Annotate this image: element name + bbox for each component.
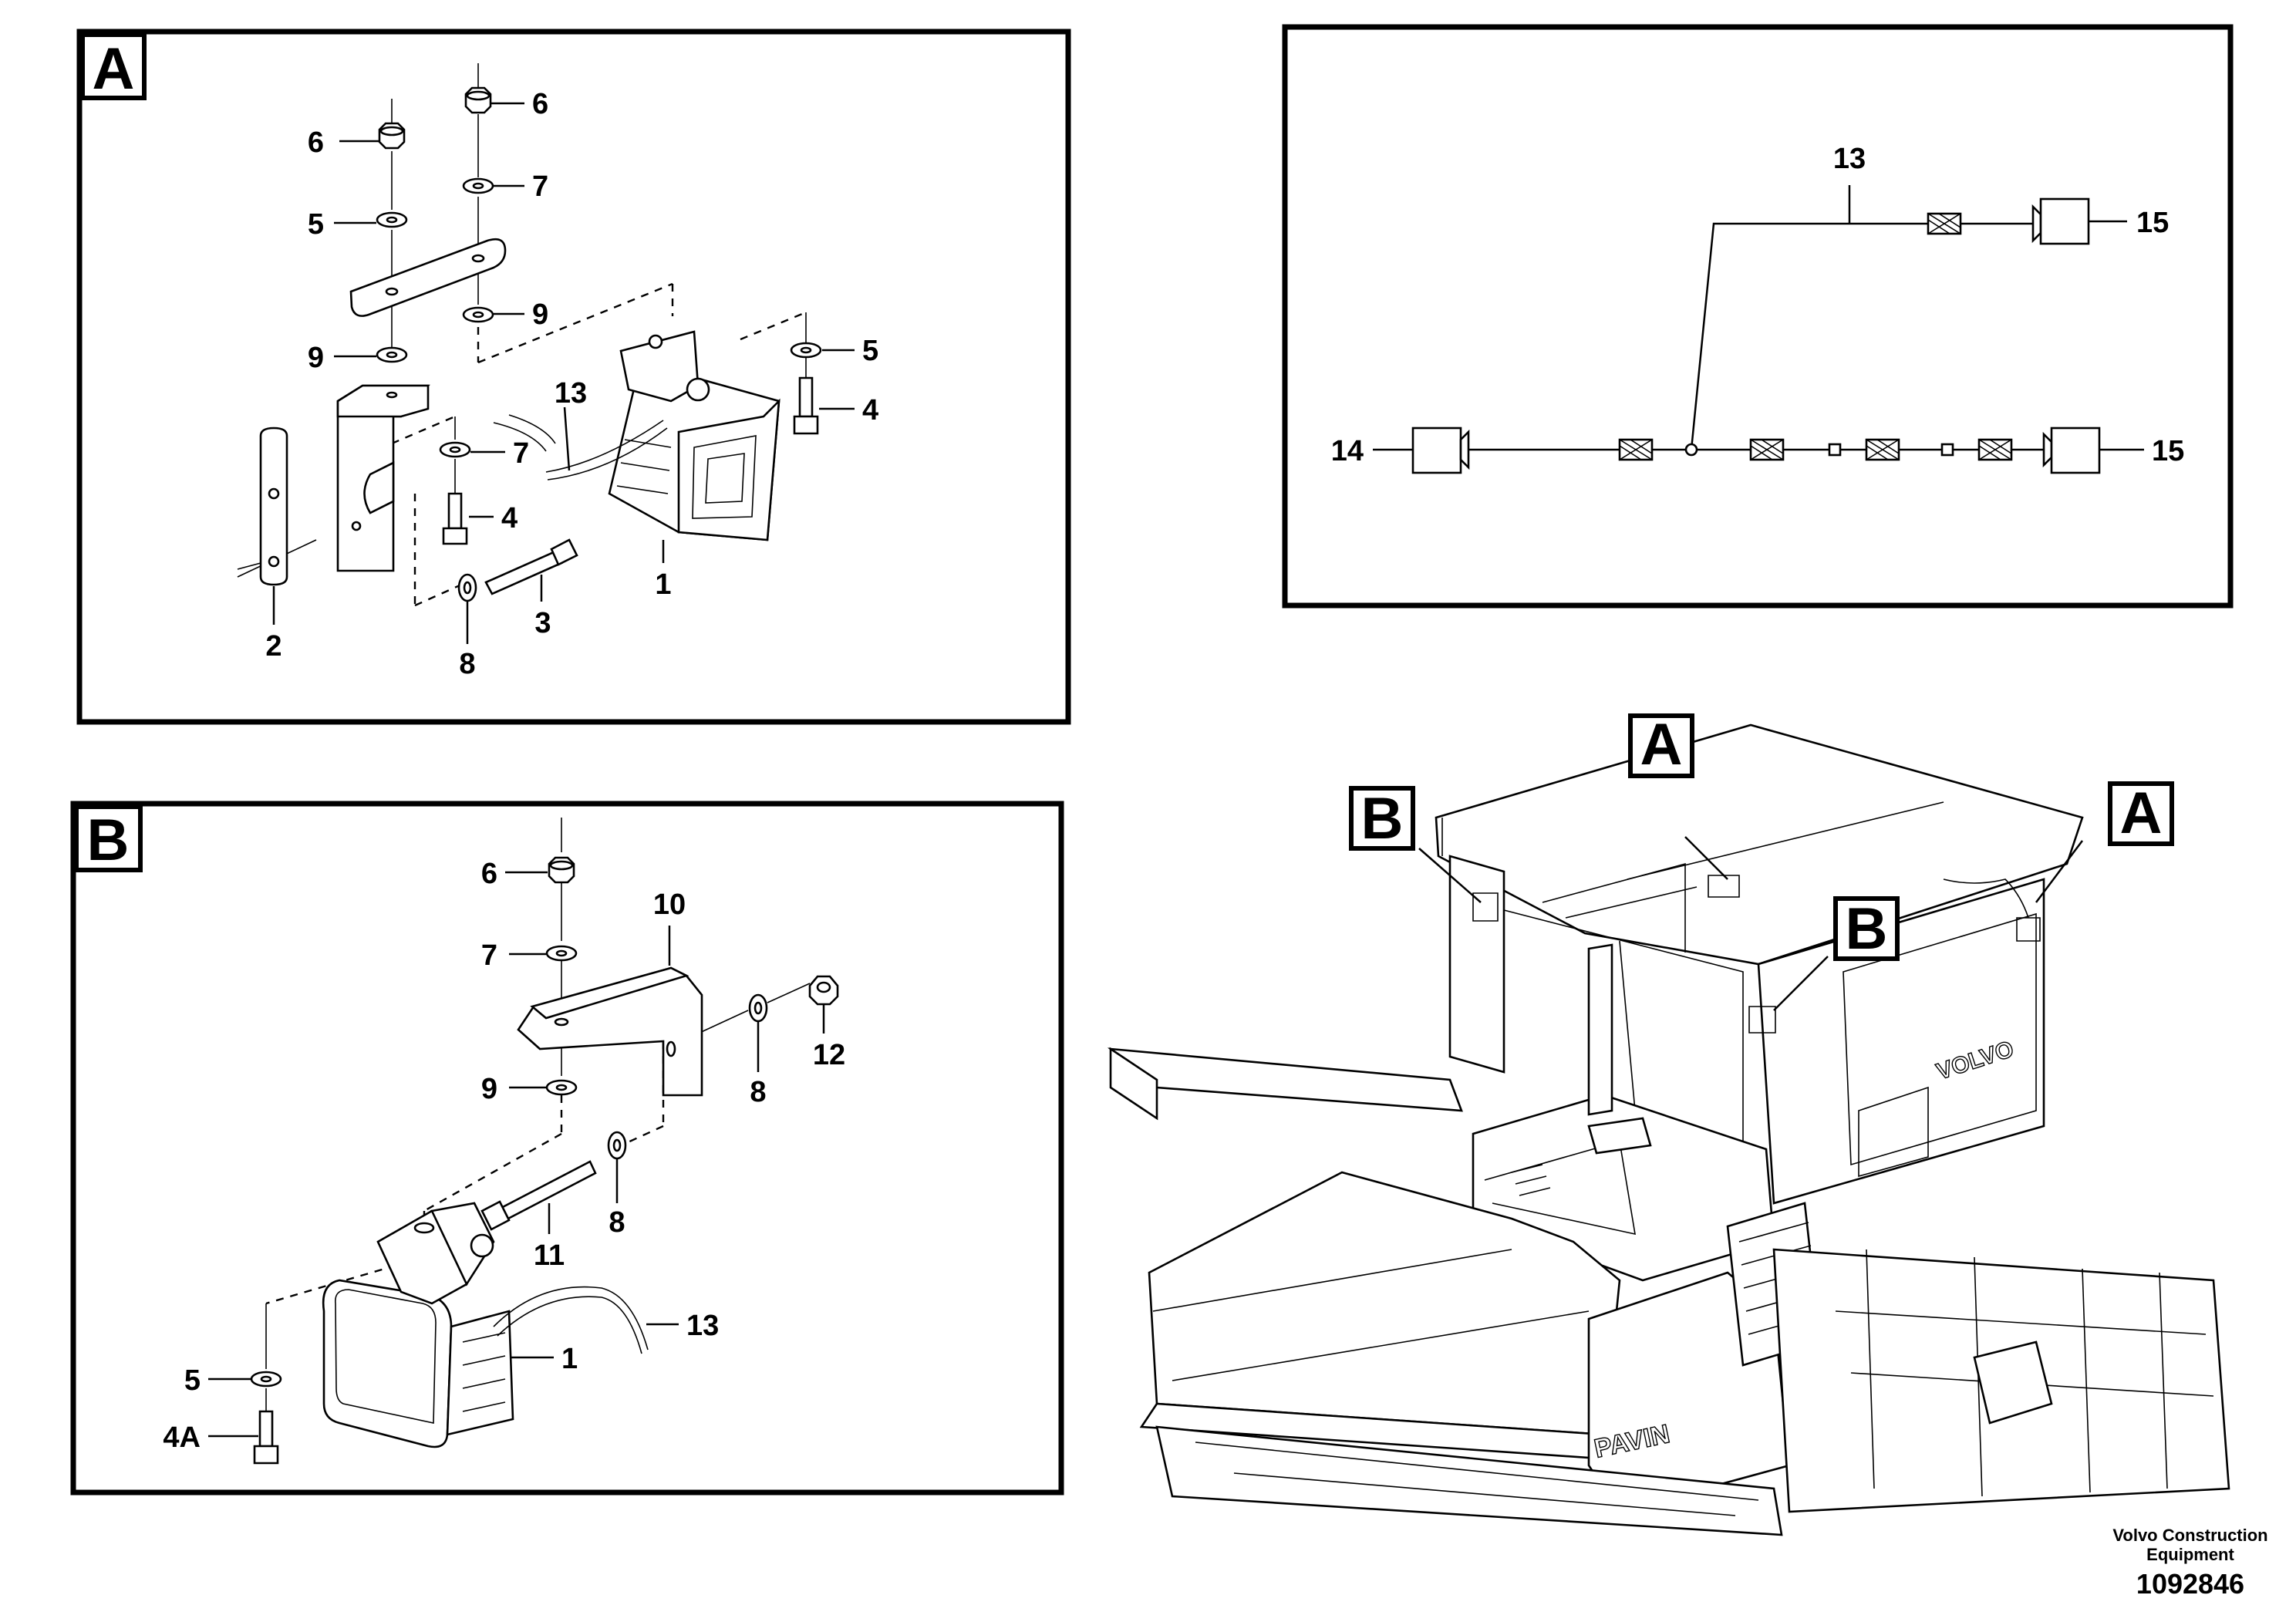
wiring-panel: 13 15 14 15	[1282, 24, 2234, 609]
callout-a-14: 8	[459, 648, 475, 680]
callout-b-8: 11	[534, 1239, 565, 1272]
callout-a-1: 6	[308, 126, 324, 159]
machine-callout-4: B	[1846, 896, 1888, 962]
machine-callout-1: A	[1640, 712, 1683, 777]
callout-b-4: 12	[813, 1039, 845, 1071]
callout-w-1: 13	[1833, 143, 1866, 175]
panel-a: A	[76, 29, 1071, 725]
callout-a-13: 2	[265, 630, 282, 663]
callout-b-6: 9	[481, 1073, 497, 1105]
callout-b-10: 1	[561, 1343, 578, 1375]
callout-a-12: 1	[655, 568, 671, 601]
callout-w-4: 15	[2152, 435, 2184, 467]
callout-a-2: 6	[532, 88, 548, 120]
callout-a-7: 5	[862, 335, 878, 367]
footer-line1: Volvo Construction	[2112, 1526, 2267, 1545]
paver-machine-illustration: VOLVO PAVIN	[1107, 712, 2230, 1536]
callout-a-3: 5	[308, 208, 324, 241]
callout-b-9: 13	[686, 1310, 719, 1342]
callout-a-6: 9	[308, 342, 324, 374]
drawing-number: 1092846	[2136, 1568, 2244, 1600]
callout-b-11: 5	[184, 1364, 201, 1397]
callout-a-4: 7	[532, 170, 548, 203]
callout-w-2: 15	[2136, 207, 2169, 239]
footer-line2: Equipment	[2146, 1545, 2234, 1564]
callout-a-15: 3	[534, 607, 551, 639]
panel-a-title: A	[93, 36, 135, 102]
callout-b-5: 8	[750, 1076, 766, 1108]
callout-b-7: 8	[609, 1206, 625, 1239]
callout-a-10: 4	[501, 502, 518, 534]
machine-callout-3: B	[1361, 786, 1404, 851]
callout-a-8: 13	[555, 377, 587, 410]
panel-b: B	[70, 801, 1064, 1496]
callout-b-1: 6	[481, 858, 497, 890]
callout-b-3: 7	[481, 939, 497, 972]
footer: Volvo Construction Equipment 1092846	[2112, 1526, 2267, 1600]
callout-a-11: 4	[862, 394, 878, 427]
callout-a-9: 7	[513, 437, 529, 470]
callout-w-3: 14	[1331, 435, 1364, 467]
callout-b-12: 4A	[163, 1421, 201, 1454]
callout-a-5: 9	[532, 298, 548, 331]
machine-callout-2: A	[2120, 781, 2163, 846]
panel-b-title: B	[87, 808, 130, 873]
callout-b-2: 10	[653, 889, 686, 921]
